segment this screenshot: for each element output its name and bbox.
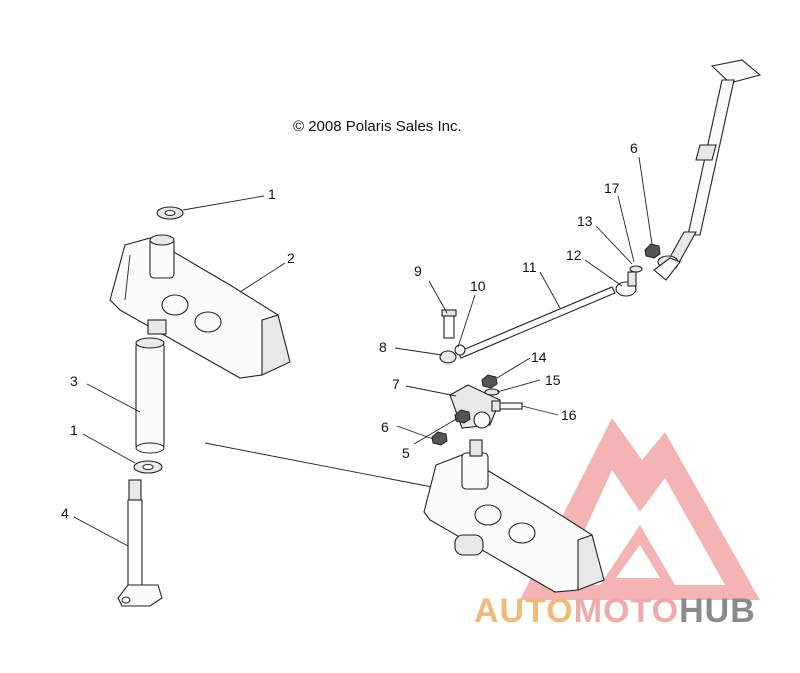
watermark-part1: AUTO (474, 592, 574, 630)
leader-assembly (204, 442, 433, 488)
callout-16: 16 (561, 407, 577, 423)
callout-12: 12 (566, 247, 582, 263)
part-steering-bracket-lower (423, 439, 605, 593)
callout-6-upper: 6 (630, 140, 638, 156)
callout-1-lower: 1 (70, 422, 78, 438)
copyright-text: © 2008 Polaris Sales Inc. (293, 118, 462, 135)
part-nuts (431, 243, 661, 446)
callout-8: 8 (379, 339, 387, 355)
callout-4: 4 (61, 505, 69, 521)
part-steering-tube (135, 337, 165, 454)
callout-15: 15 (545, 372, 561, 388)
callout-3: 3 (70, 373, 78, 389)
callout-1-top: 1 (268, 186, 276, 202)
callout-13: 13 (577, 213, 593, 229)
part-washer-lower (133, 460, 163, 474)
leader-lines (73, 156, 653, 547)
callout-2: 2 (287, 250, 295, 266)
callout-6-lower: 6 (381, 419, 389, 435)
part-steering-bracket-upper (109, 234, 291, 379)
callout-11: 11 (522, 259, 537, 275)
callout-7: 7 (392, 376, 400, 392)
callout-17: 17 (604, 180, 620, 196)
svg-text:AUTOMOTOHUB: AUTOMOTOHUB (474, 592, 756, 630)
watermark-part3: HUB (679, 592, 756, 630)
part-steering-shaft (117, 479, 163, 607)
part-steering-column (653, 59, 762, 281)
part-bolt-9 (441, 309, 457, 339)
watermark-text: AUTOMOTOHUB (474, 592, 756, 630)
part-washer-top (156, 206, 184, 220)
callout-9: 9 (414, 263, 422, 279)
watermark-part2: MOTO (574, 592, 679, 630)
callout-10: 10 (470, 278, 486, 294)
part-bolt-16 (491, 400, 523, 412)
callout-5: 5 (402, 445, 410, 461)
part-tie-rod (439, 271, 637, 364)
callout-14: 14 (531, 349, 547, 365)
